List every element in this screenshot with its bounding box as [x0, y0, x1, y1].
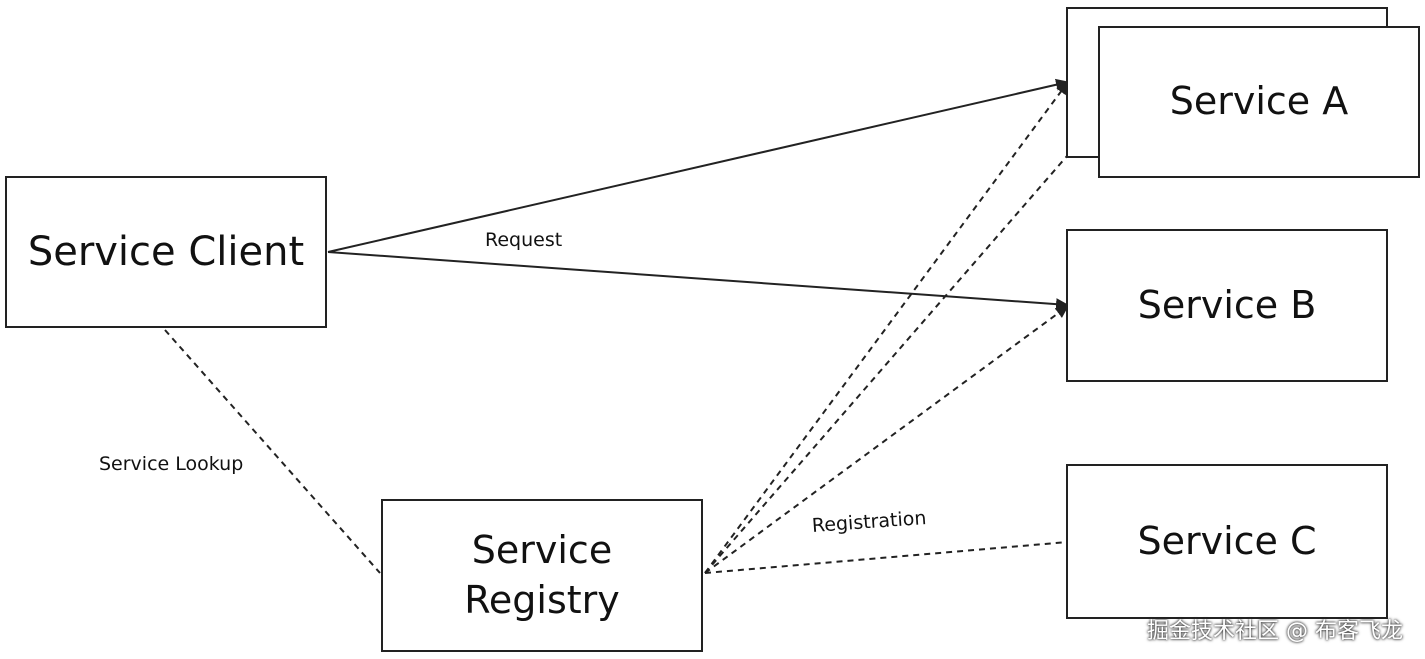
registration-line-to-service-b	[704, 305, 1069, 574]
watermark-text: 掘金技术社区 @ 布客飞龙	[1147, 619, 1403, 644]
registration-line-to-service-c	[704, 541, 1069, 574]
service-lookup-label: Service Lookup	[99, 453, 244, 475]
request-label: Request	[485, 229, 563, 251]
service-a-box: Service A	[1098, 26, 1420, 178]
registration-line-to-service-a-back	[704, 81, 1069, 574]
service-client-label: Service Client	[27, 229, 305, 275]
service-c-label: Service C	[1137, 518, 1317, 563]
service-registry-box: Service Registry	[381, 499, 703, 652]
request-arrow-to-service-b	[327, 251, 1069, 311]
service-client-box: Service Client	[5, 176, 327, 328]
request-arrow-to-service-a	[327, 78, 1069, 253]
service-registry-label-line1: Service	[471, 528, 613, 573]
service-b-label: Service B	[1137, 282, 1317, 327]
service-lookup-line	[164, 329, 381, 574]
service-registry-label: Service Registry	[383, 501, 701, 650]
registration-line-to-service-a-front	[704, 117, 1101, 574]
service-a-label: Service A	[1169, 79, 1349, 124]
service-c-box: Service C	[1066, 464, 1388, 619]
service-b-box: Service B	[1066, 229, 1388, 382]
service-registry-label-line2: Registry	[464, 577, 620, 622]
